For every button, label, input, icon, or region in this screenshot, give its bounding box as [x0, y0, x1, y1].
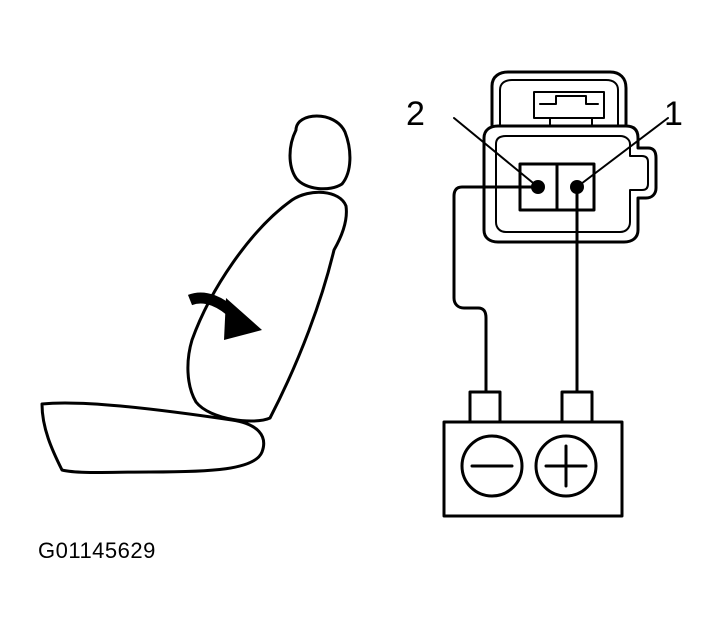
label-2-leader — [453, 117, 539, 188]
seat-back — [186, 190, 348, 423]
seat-cushion — [40, 401, 265, 474]
seat-headrest — [288, 114, 352, 191]
battery-body — [442, 420, 624, 518]
curved-arrow-icon — [187, 292, 262, 340]
terminal-cavity — [518, 162, 596, 212]
negative-wire — [452, 185, 540, 394]
connector-latch — [490, 70, 628, 128]
seat-illustration — [40, 114, 352, 474]
terminal-2-label: 2 — [406, 95, 425, 133]
terminal-1-label: 1 — [664, 95, 683, 133]
minus-symbol — [460, 434, 524, 498]
connector-illustration — [482, 70, 658, 244]
label-1-leader — [576, 117, 669, 188]
battery-positive-post — [560, 390, 594, 424]
battery-negative-post — [468, 390, 502, 424]
plus-symbol — [534, 434, 598, 498]
figure-id: G01145629 — [38, 538, 156, 563]
battery-illustration — [442, 390, 624, 518]
connector-body — [482, 124, 658, 244]
